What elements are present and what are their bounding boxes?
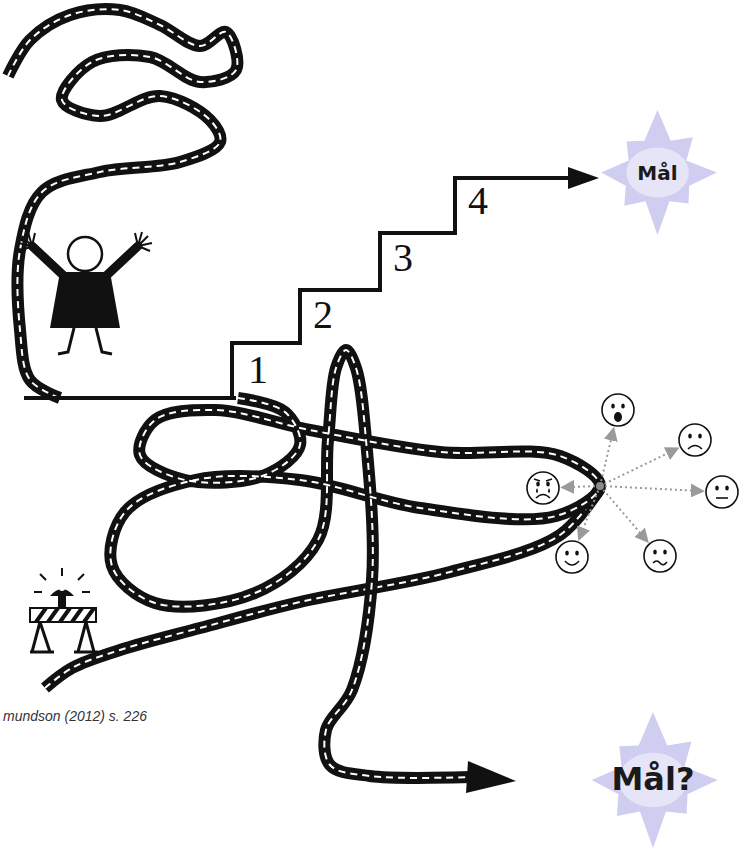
hub-dot: [596, 482, 604, 490]
dotted-arrow: [563, 486, 600, 487]
road-arrowhead: [466, 761, 516, 793]
step-number: 1: [248, 350, 268, 390]
person-figure: [18, 232, 152, 354]
winding-roads: [8, 9, 600, 778]
step-number: 3: [393, 238, 413, 278]
step-number: 4: [468, 181, 488, 221]
emotion-face: [527, 472, 559, 504]
emotion-faces: [527, 394, 738, 573]
burst-outline: [592, 712, 718, 848]
source-citation: mundson (2012) s. 226: [3, 708, 147, 725]
emotion-face: [602, 394, 634, 426]
burst-glow: [626, 148, 689, 198]
goal-burst: Mål: [595, 110, 720, 235]
emotion-face: [679, 424, 711, 456]
base-line: [24, 396, 236, 400]
goal-text: Mål?: [611, 762, 694, 797]
top-road: [8, 9, 237, 398]
burst-outline: [601, 110, 717, 235]
road-barrier: [30, 568, 98, 652]
staircase: [232, 178, 572, 400]
emotion-face: [556, 541, 588, 573]
emotion-face: [644, 540, 676, 572]
goal-text: Mål: [637, 162, 677, 184]
goal-burst: Mål?: [560, 712, 746, 848]
dotted-arrow: [579, 486, 600, 538]
dotted-arrow: [600, 449, 677, 486]
dotted-arrow: [600, 486, 702, 491]
emotion-face: [706, 476, 738, 508]
dotted-arrow: [600, 486, 647, 541]
dotted-arrow: [600, 429, 613, 486]
tangled-road: [110, 350, 600, 778]
stair-arrowhead: [568, 167, 599, 189]
step-number: 2: [313, 295, 333, 335]
